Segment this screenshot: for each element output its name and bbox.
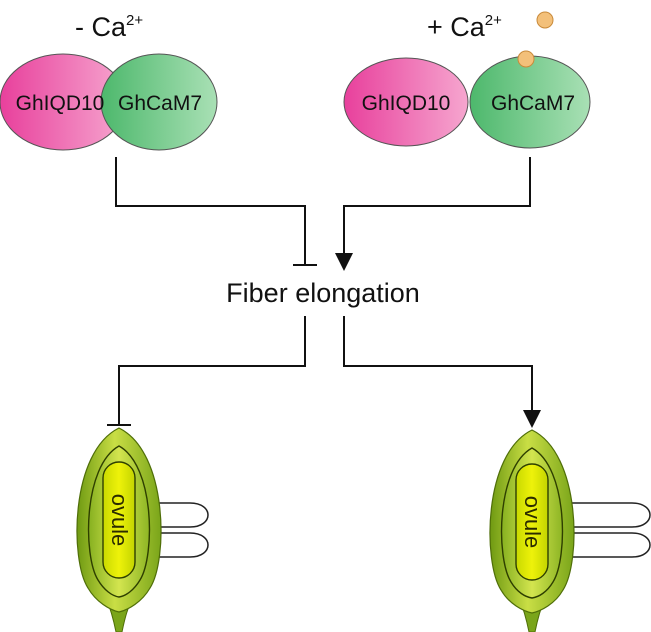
- calcium-ion-legend: [536, 11, 554, 29]
- left-ghcam7-protein: [100, 53, 218, 151]
- top-connectors: [115, 157, 531, 266]
- bottom-right-activation-line: [343, 316, 533, 411]
- right-ghiqd10-label: GhIQD10: [362, 92, 451, 115]
- left-inhibition-line: [115, 157, 306, 264]
- right-ovule-label: ovule: [520, 496, 545, 549]
- bottom-left-inhibition-line: [118, 316, 306, 424]
- left-condition-superscript: 2+: [126, 12, 143, 29]
- right-ovule-nucellus: [515, 463, 549, 581]
- right-fiber-lower: [565, 532, 651, 558]
- right-ovule-fibers: [565, 502, 651, 558]
- fiber-elongation-label: Fiber elongation: [226, 278, 420, 308]
- left-fiber-upper: [150, 502, 209, 528]
- right-condition-text: + Ca: [427, 12, 486, 42]
- right-complex: GhIQD10 GhCaM7: [343, 50, 591, 149]
- left-ovule-fibers: [150, 502, 209, 558]
- left-ovule-label: ovule: [107, 494, 132, 547]
- right-ghcam7-label: GhCaM7: [491, 92, 575, 115]
- left-condition-label: - Ca2+: [75, 12, 143, 42]
- right-condition-label: + Ca2+: [427, 12, 502, 42]
- calcium-ion-bound: [517, 50, 535, 68]
- right-fiber-upper: [565, 502, 651, 528]
- right-activation-line: [343, 157, 531, 254]
- left-condition-text: - Ca: [75, 12, 127, 42]
- left-fiber-lower: [150, 532, 209, 558]
- right-activation-arrowhead: [335, 253, 353, 271]
- left-ghiqd10-label: GhIQD10: [16, 92, 105, 115]
- bottom-connectors: [107, 316, 533, 426]
- right-ghiqd10-protein: [343, 57, 469, 147]
- right-condition-superscript: 2+: [485, 12, 502, 29]
- left-ovule-nucellus: [102, 461, 136, 579]
- left-ovule: ovule: [76, 427, 209, 632]
- left-ghcam7-label: GhCaM7: [118, 92, 202, 115]
- right-ovule: ovule: [489, 429, 651, 632]
- bottom-right-activation-arrowhead: [523, 410, 541, 428]
- left-complex: GhIQD10 GhCaM7: [0, 53, 218, 151]
